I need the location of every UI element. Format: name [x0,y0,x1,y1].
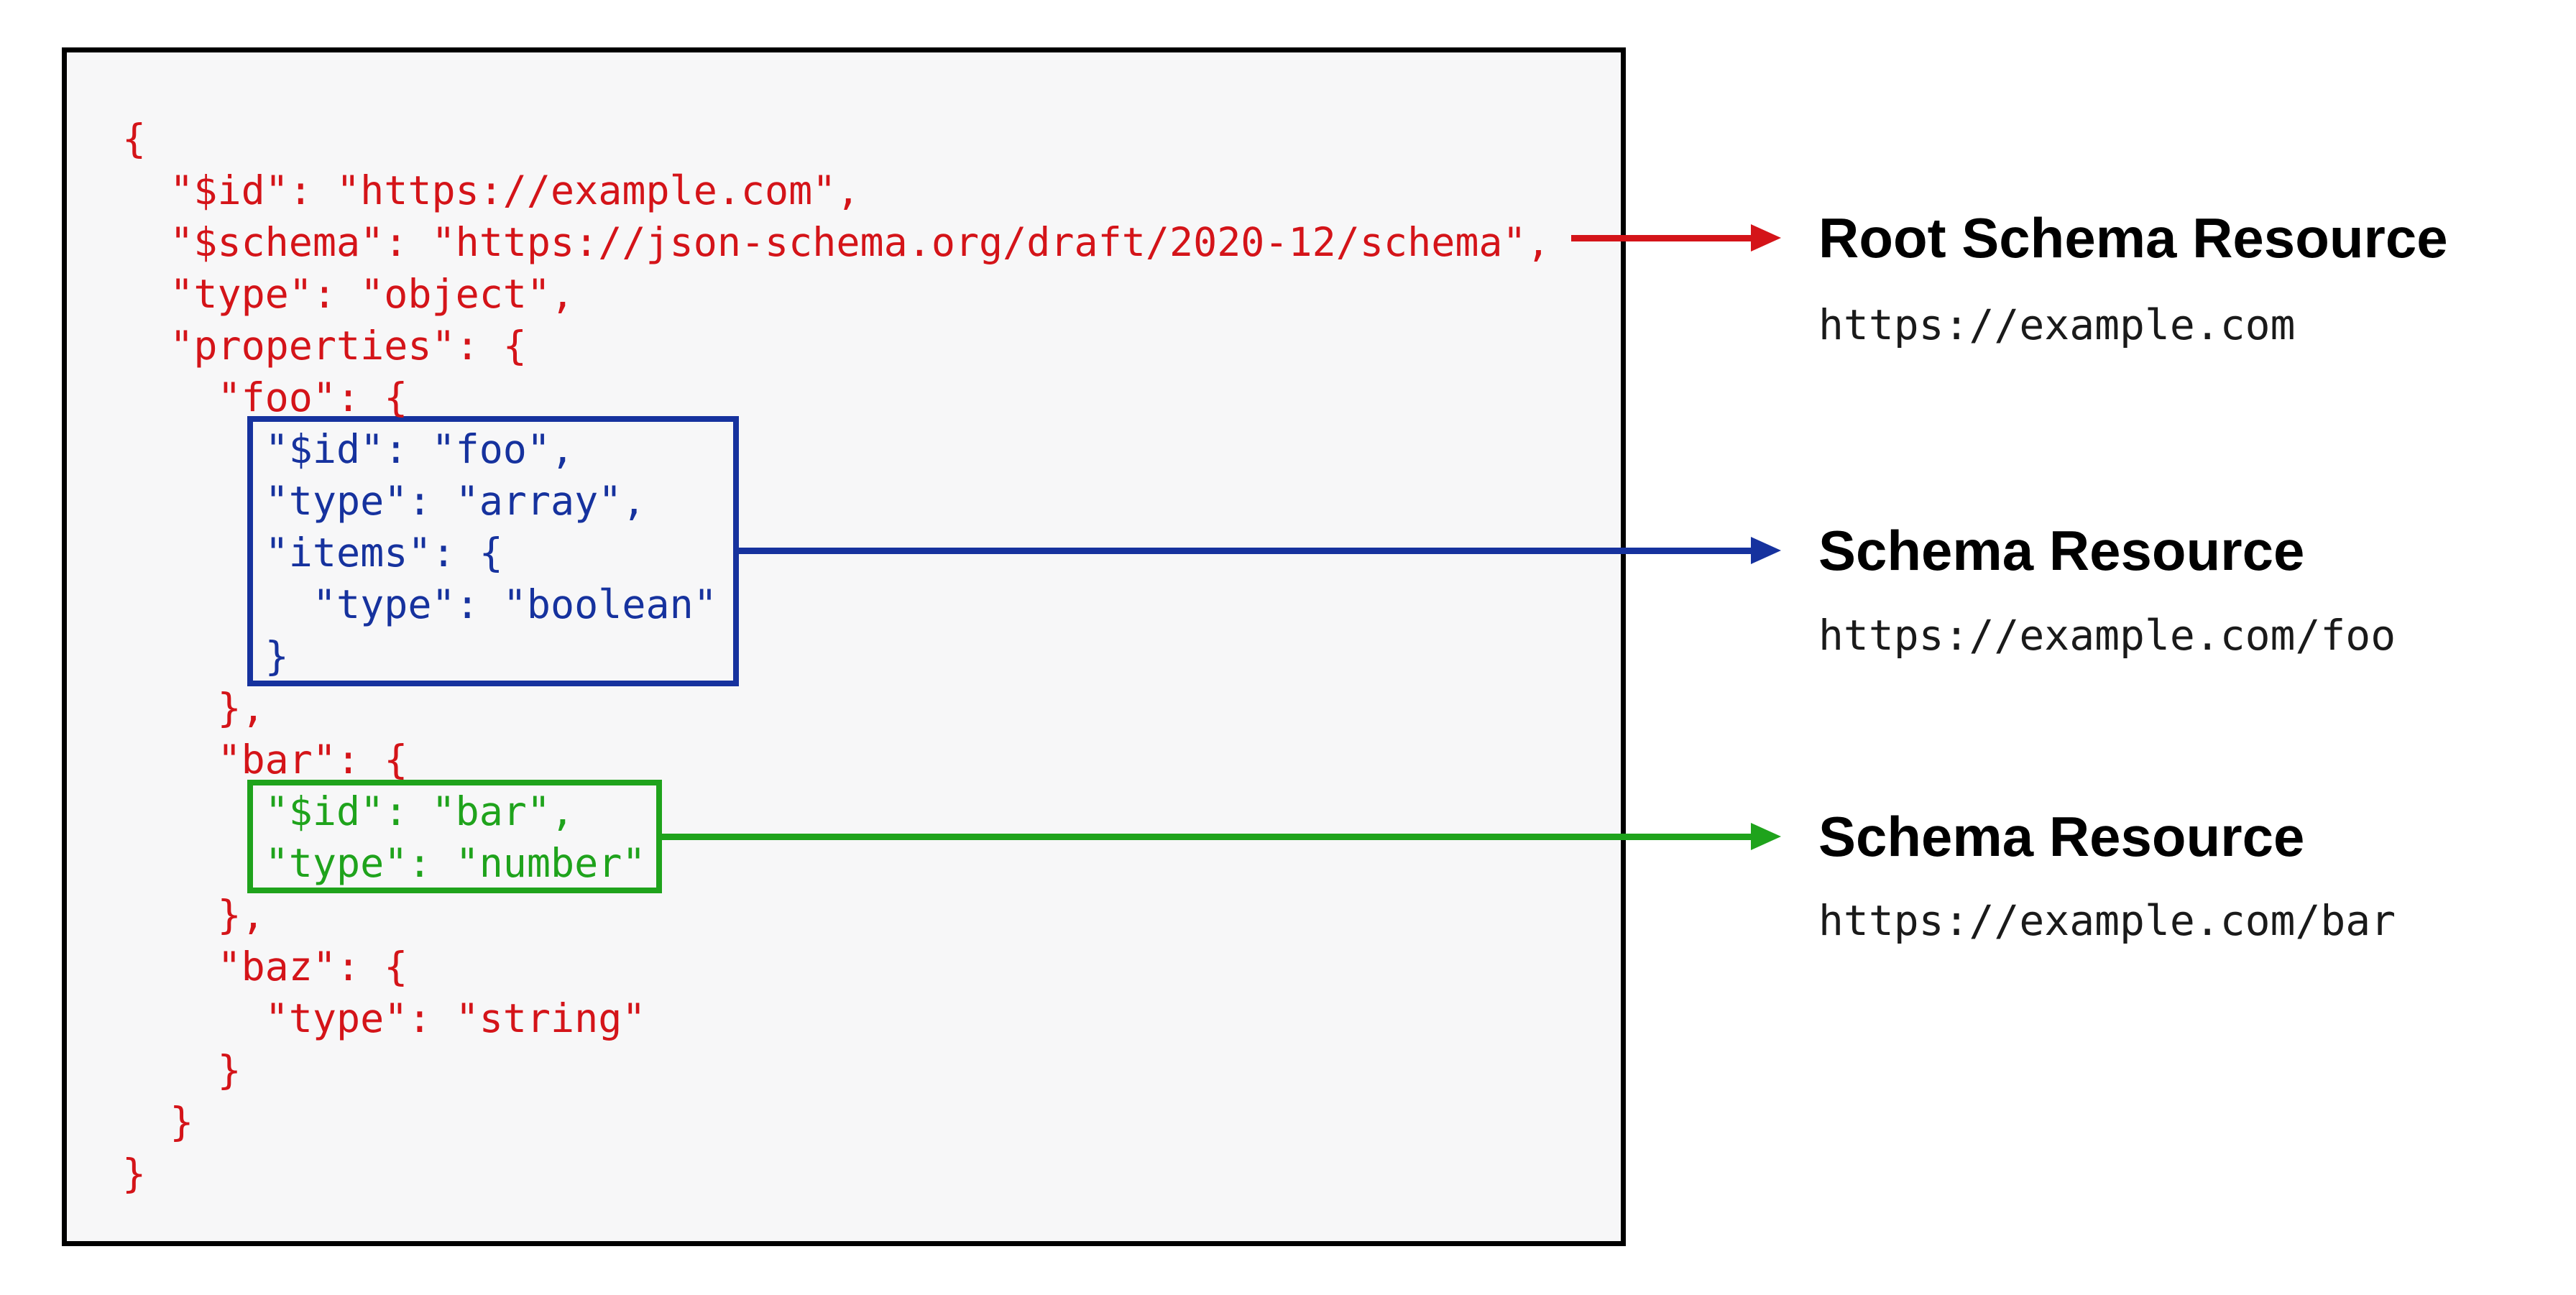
code-line: } [122,1099,194,1145]
green-arrow-head [1751,823,1781,850]
code-line: }, [122,892,265,938]
code-line: "type": "string" [122,995,646,1041]
code-line: "type": "number" [122,840,646,886]
annotation-url: https://example.com/foo [1818,611,2396,660]
code-line: "items": { [122,530,503,576]
code-line: "baz": { [122,944,408,990]
red-arrow-line [1571,235,1751,241]
red-arrow-head [1751,224,1781,252]
bar-schema-highlight-box [247,780,662,893]
schema-code-panel [62,47,1626,1246]
code-line: "type": "array", [122,478,646,524]
green-arrow-line [662,834,1751,840]
blue-arrow-line [739,548,1751,554]
code-line: "$id": "https://example.com", [122,167,860,213]
code-line: }, [122,685,265,731]
code-line: "properties": { [122,323,527,369]
code-line: "$id": "foo", [122,426,575,472]
code-line: "foo": { [122,374,408,420]
annotation-title: Schema Resource [1818,805,2305,868]
foo-schema-highlight-box [247,416,739,686]
schema-code: { "$id": "https://example.com", "$schema… [122,113,1550,1199]
annotation-title: Schema Resource [1818,519,2305,582]
code-line: } [122,1047,242,1093]
code-line: "type": "object", [122,271,575,317]
blue-arrow-head [1751,537,1781,564]
code-line: } [122,633,289,679]
code-line: "type": "boolean" [122,581,717,627]
code-line: } [122,1151,147,1197]
annotation-title: Root Schema Resource [1818,206,2448,269]
annotation-url: https://example.com [1818,300,2296,349]
code-line: "bar": { [122,737,408,783]
code-line: { [122,116,147,162]
code-line: "$schema": "https://json-schema.org/draf… [122,219,1550,265]
code-line: "$id": "bar", [122,788,575,834]
annotation-url: https://example.com/bar [1818,896,2396,945]
